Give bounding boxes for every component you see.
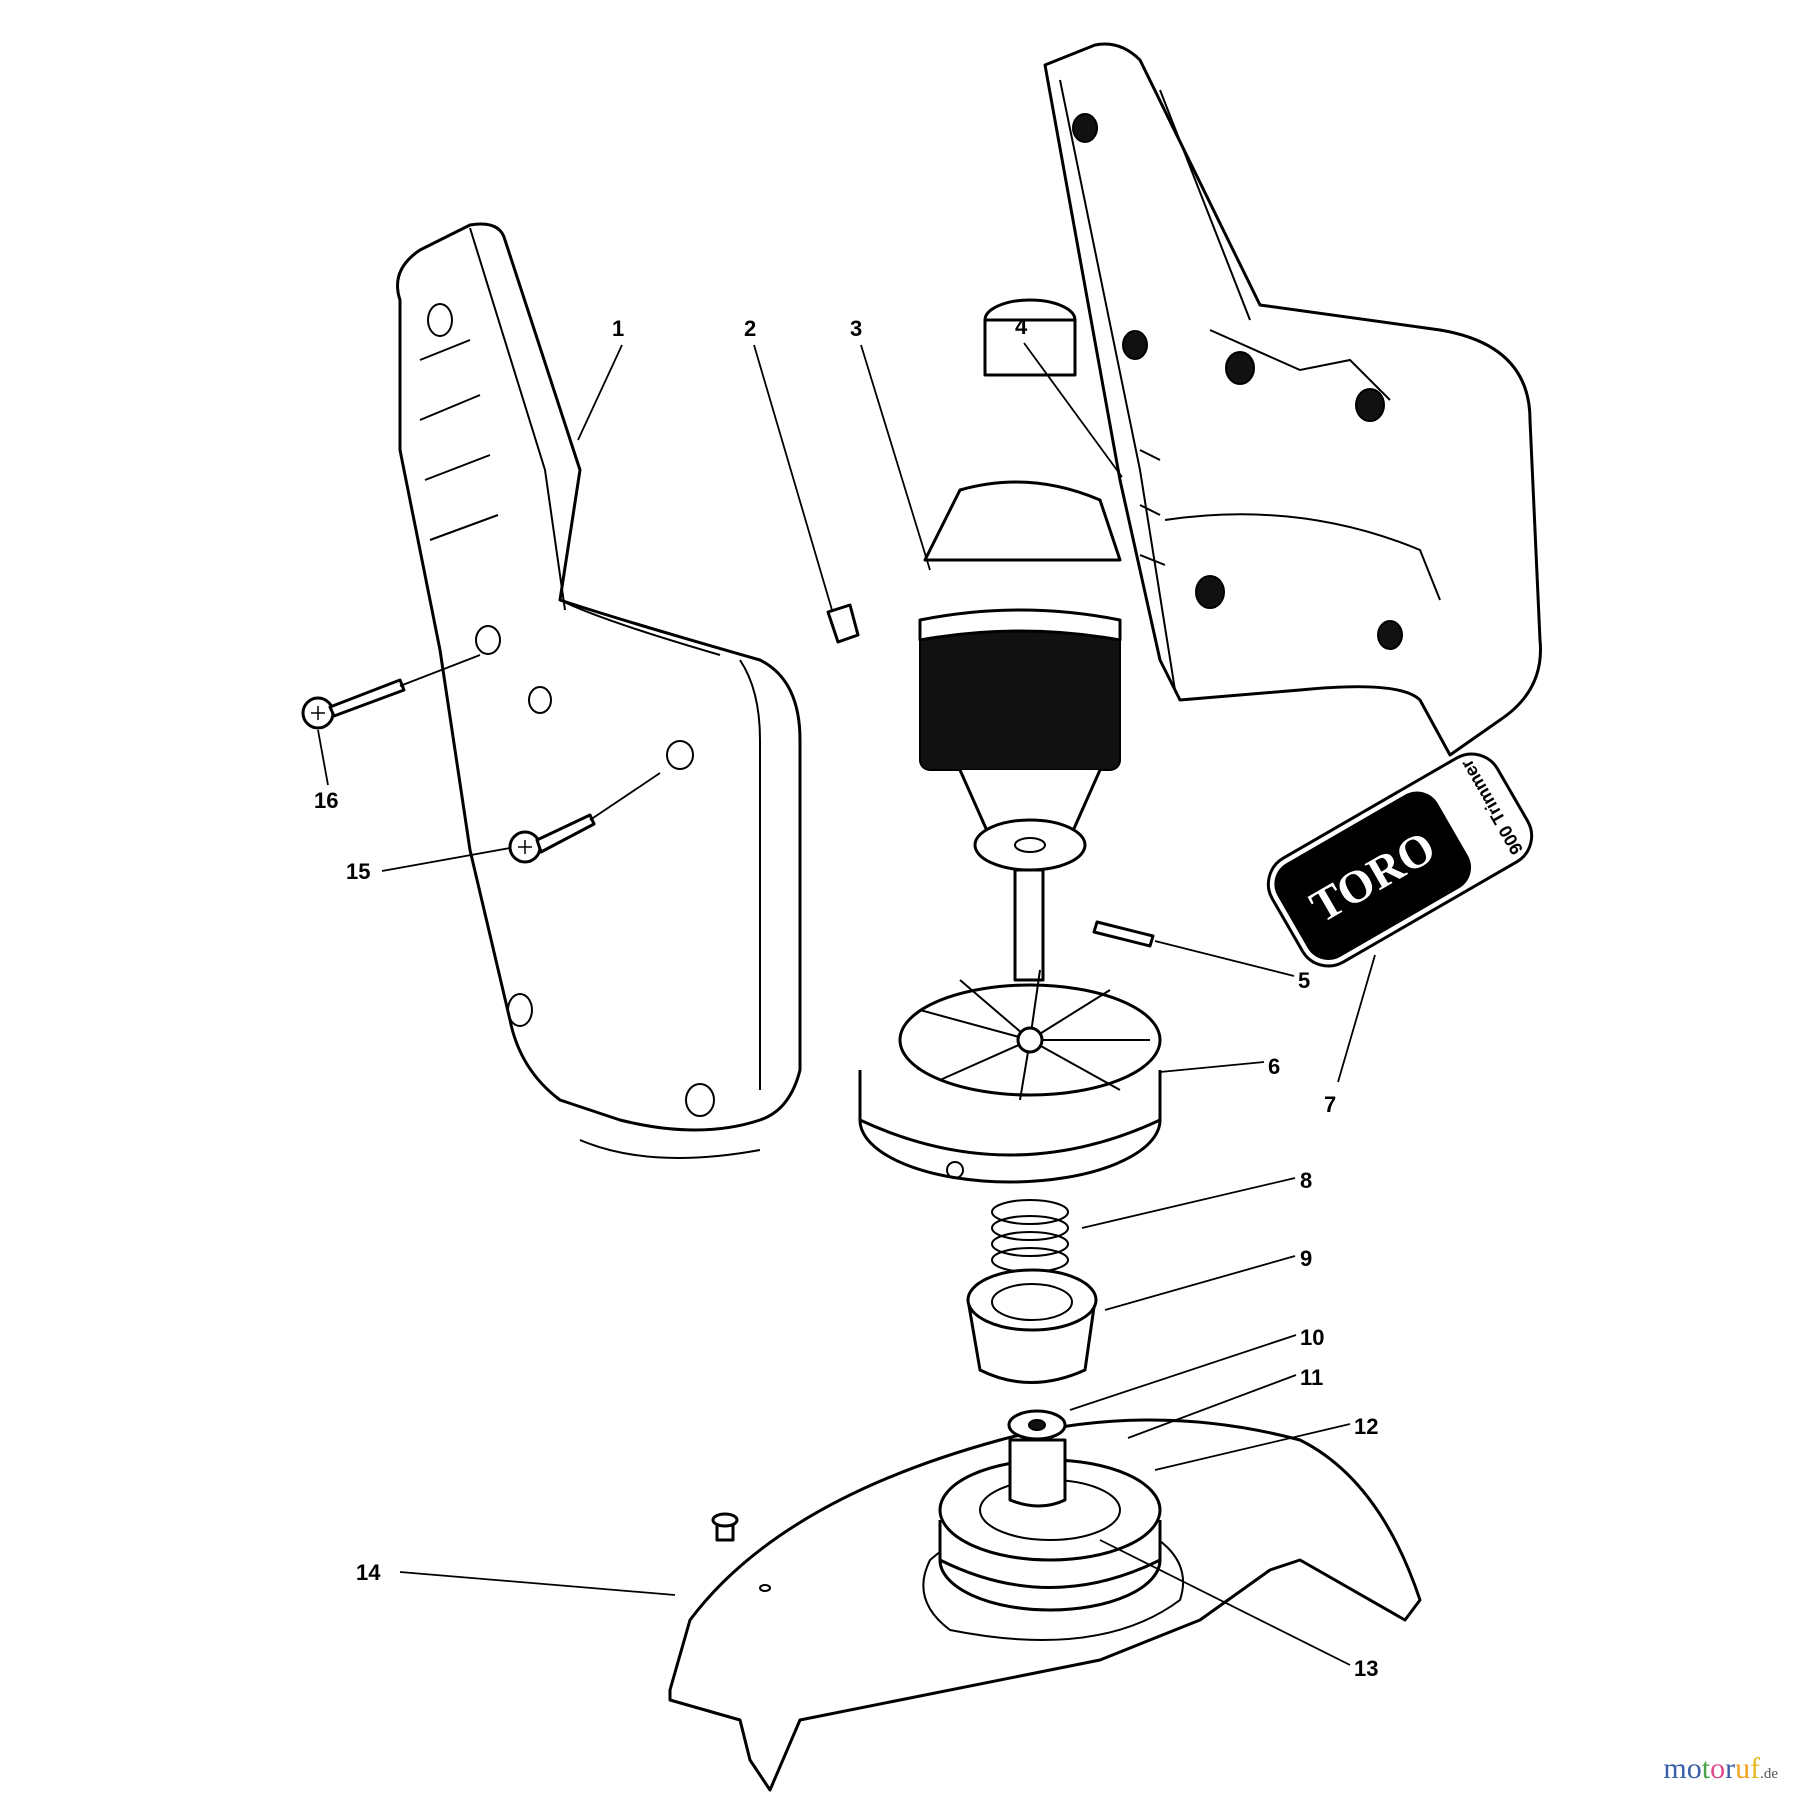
part-8-spring: [991, 1199, 1069, 1273]
part-1-left-housing: [396, 222, 802, 1159]
callout-15: 15: [346, 859, 371, 884]
wm-letter: u: [1735, 1752, 1751, 1785]
callout-13: 13: [1354, 1656, 1379, 1681]
wm-letter: o: [1710, 1752, 1726, 1785]
part-7-decal: TORO 900 Trimmer: [1266, 752, 1534, 968]
callout-14: 14: [356, 1560, 381, 1585]
callout-2: 2: [744, 316, 757, 341]
wm-letter: r: [1725, 1752, 1736, 1785]
wm-letter: t: [1701, 1752, 1711, 1785]
callout-10: 10: [1300, 1325, 1325, 1350]
part-3-motor: [918, 298, 1122, 1021]
part-5-pin: [1092, 920, 1155, 948]
part-9-spool-cap: [966, 1268, 1098, 1384]
watermark-motoruf: motoruf.de: [1663, 1752, 1778, 1786]
wm-letter: m: [1663, 1752, 1687, 1785]
callout-7: 7: [1324, 1092, 1337, 1117]
callout-1: 1: [612, 316, 625, 341]
callout-5: 5: [1298, 968, 1311, 993]
callout-9: 9: [1300, 1246, 1313, 1271]
part-16-screw: [301, 678, 406, 730]
callout-16: 16: [314, 788, 339, 813]
callout-6: 6: [1268, 1054, 1281, 1079]
leader-lines: [317, 342, 1376, 1666]
part-2-connector: [826, 603, 860, 644]
part-4-right-housing: [1043, 42, 1542, 757]
wm-letter: o: [1686, 1752, 1702, 1785]
callout-4: 4: [1015, 314, 1028, 339]
callout-12: 12: [1354, 1414, 1379, 1439]
part-15-screw: [508, 813, 596, 864]
part-10-13-spool: [938, 1409, 1162, 1612]
wm-tld: .de: [1760, 1766, 1778, 1782]
callout-3: 3: [850, 316, 863, 341]
callout-11: 11: [1300, 1365, 1324, 1390]
part-6-fan: [858, 969, 1162, 1184]
callout-8: 8: [1300, 1168, 1313, 1193]
wm-letter: f: [1750, 1752, 1761, 1785]
